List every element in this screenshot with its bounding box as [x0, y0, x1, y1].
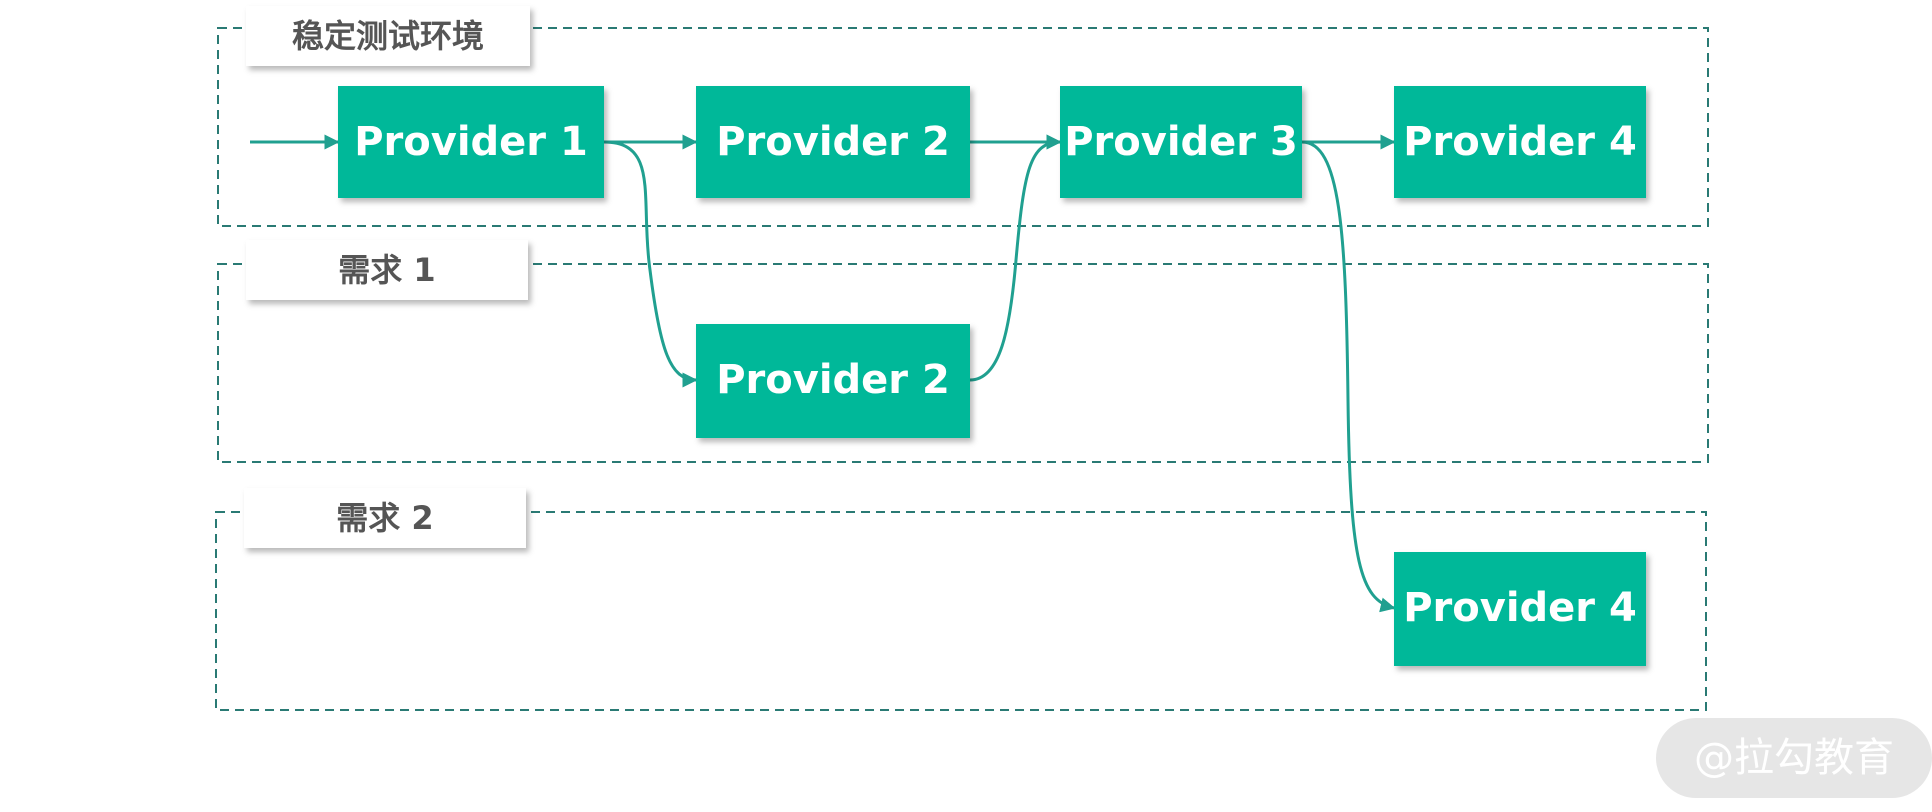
node-stable-p1: Provider 1	[338, 86, 604, 198]
lane-boxes	[215, 27, 1709, 711]
node-req1-p2-label: Provider 2	[716, 357, 950, 403]
node-req2-p4: Provider 4	[1394, 552, 1646, 666]
node-req2-p4-label: Provider 4	[1403, 585, 1637, 631]
lane-box-stable	[217, 27, 1709, 227]
lane-tag-stable: 稳定测试环境	[246, 6, 530, 66]
lane-box-req1	[217, 263, 1709, 463]
node-req1-p2: Provider 2	[696, 324, 970, 438]
watermark: @拉勾教育	[1656, 718, 1932, 798]
nodes: Provider 1 Provider 2 Provider 3 Provide…	[338, 86, 1646, 666]
lane-tag-req2: 需求 2	[244, 488, 526, 548]
node-stable-p4: Provider 4	[1394, 86, 1646, 198]
lane-tag-req2-label: 需求 2	[336, 499, 433, 537]
lane-tag-stable-label: 稳定测试环境	[292, 17, 484, 55]
node-stable-p1-label: Provider 1	[354, 119, 588, 165]
edge-stable-p3-to-req2-p4	[1301, 140, 1396, 613]
node-stable-p3: Provider 3	[1060, 86, 1302, 198]
lane-box-req2	[215, 511, 1707, 711]
lane-tag-req1: 需求 1	[246, 240, 528, 300]
node-stable-p2-label: Provider 2	[716, 119, 950, 165]
node-stable-p4-label: Provider 4	[1403, 119, 1637, 165]
node-stable-p2: Provider 2	[696, 86, 970, 198]
lane-tags: 稳定测试环境 需求 1 需求 2	[244, 6, 530, 548]
edges	[250, 134, 1396, 613]
edge-stable-p1-to-req1-p2	[603, 140, 698, 388]
edge-req1-p2-to-stable-p3	[969, 134, 1062, 382]
lane-tag-req1-label: 需求 1	[338, 251, 435, 289]
watermark-text: @拉勾教育	[1694, 735, 1894, 781]
node-stable-p3-label: Provider 3	[1064, 119, 1298, 165]
